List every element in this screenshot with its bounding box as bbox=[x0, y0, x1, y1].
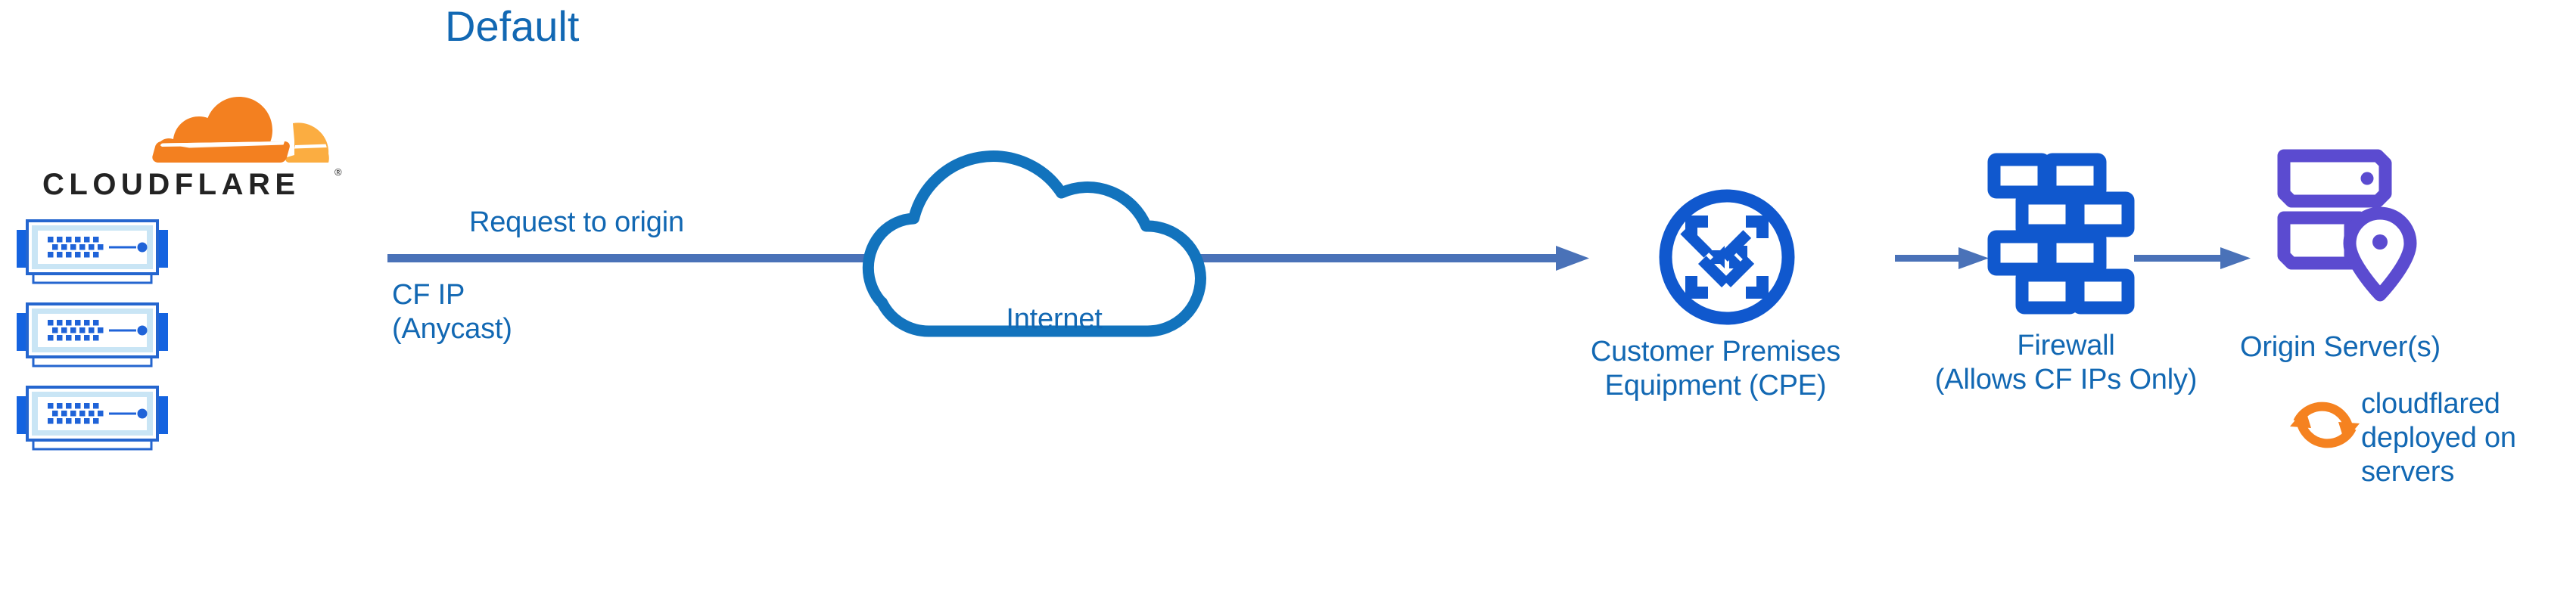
edge-server-2 bbox=[15, 302, 170, 367]
arrow-edge-to-cpe bbox=[387, 246, 1589, 271]
brick-wall-icon bbox=[1987, 153, 2135, 315]
firewall-label: Firewall(Allows CF IPs Only) bbox=[1869, 329, 2263, 397]
router-four-arrows-circle-icon bbox=[1659, 189, 1795, 325]
arrow-firewall-to-origin bbox=[2134, 247, 2251, 269]
registered-trademark-mark: ® bbox=[334, 166, 342, 178]
firewall-label-line2: (Allows CF IPs Only) bbox=[1934, 363, 2198, 395]
server-rack-with-location-pin-icon bbox=[2277, 149, 2417, 302]
arrow-cpe-to-firewall bbox=[1895, 247, 1989, 269]
firewall-label-line1: Firewall bbox=[2017, 330, 2115, 361]
cf-ip-label-line2: (Anycast) bbox=[392, 312, 512, 345]
edge-server-1 bbox=[15, 219, 170, 284]
cloudflare-wordmark: CLOUDFLARE bbox=[42, 168, 300, 201]
cpe-label-line2: Equipment (CPE) bbox=[1604, 369, 1827, 402]
cpe-label-line1: Customer Premises bbox=[1590, 336, 1841, 367]
sync-circular-arrows-icon bbox=[2290, 402, 2360, 448]
cloudflare-logo: CLOUDFLARE ® bbox=[29, 95, 347, 210]
cloudflared-label-line1: cloudflared bbox=[2361, 388, 2500, 420]
request-to-origin-label: Request to origin bbox=[469, 206, 684, 238]
cloudflared-label-line2: deployed on bbox=[2361, 421, 2516, 454]
edge-server-3 bbox=[15, 386, 170, 451]
cf-ip-anycast-label: CF IP(Anycast) bbox=[392, 278, 512, 346]
origin-server-label: Origin Server(s) bbox=[2240, 331, 2441, 363]
cloudflare-cloud-logo-icon bbox=[152, 97, 329, 163]
cloudflared-label-line3: servers bbox=[2361, 455, 2455, 488]
cf-ip-label-line1: CF IP bbox=[392, 279, 465, 311]
page-title: Default bbox=[445, 2, 580, 50]
internet-cloud-label: Internet bbox=[1006, 303, 1103, 335]
